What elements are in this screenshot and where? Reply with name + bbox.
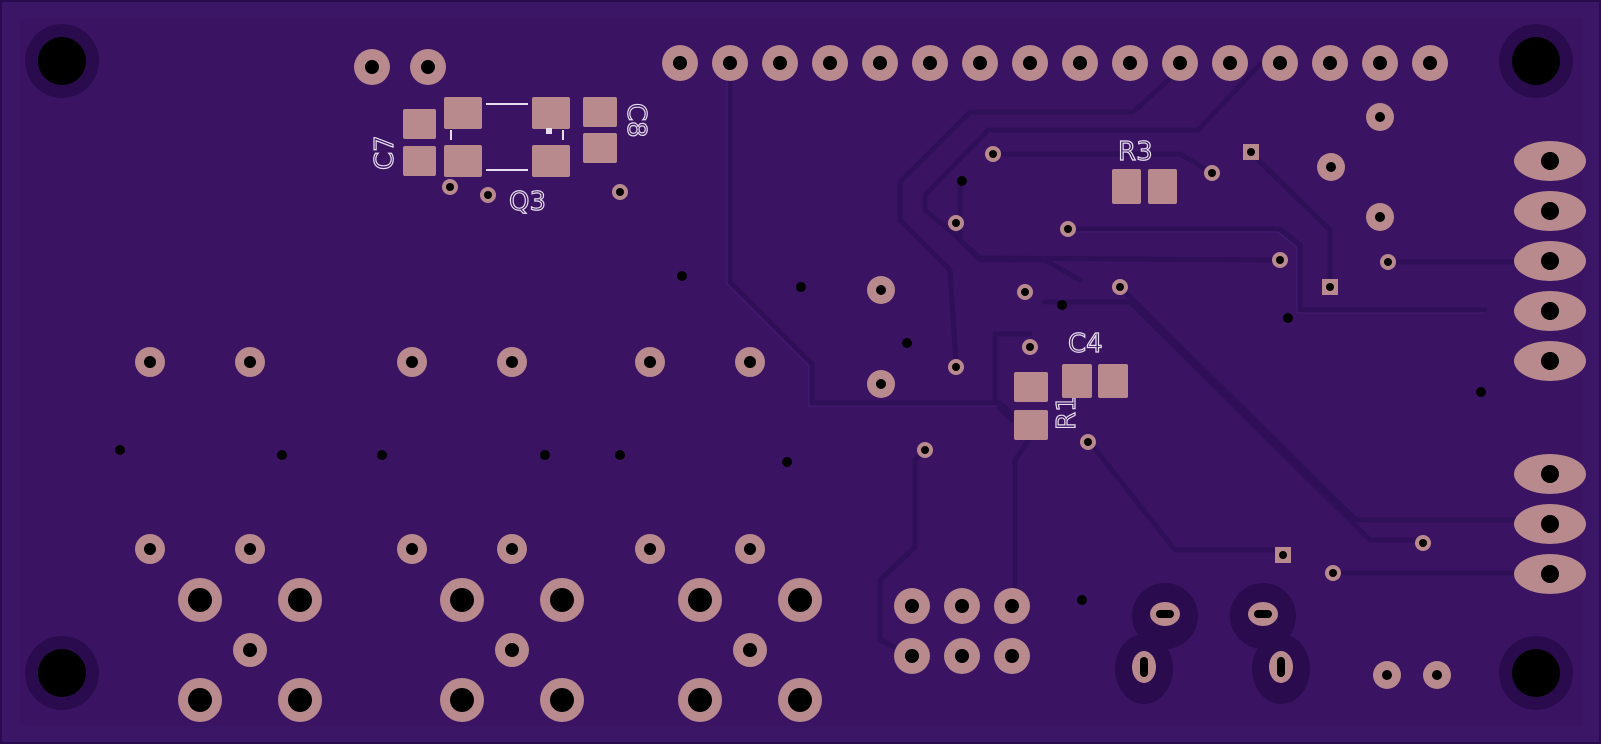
smd-pads-q3-area — [403, 97, 617, 177]
component-row-upper — [135, 347, 765, 377]
vias — [442, 144, 1431, 581]
q3-silk-outline — [450, 103, 564, 171]
label-r3: R3 — [1118, 137, 1153, 167]
jack-pads — [178, 578, 822, 722]
label-c8: C8 — [621, 103, 651, 138]
trace-edges — [726, 64, 1485, 407]
edge-connector-upper — [1514, 141, 1586, 381]
power-jack-slots — [1115, 583, 1310, 704]
smd-pads-r1 — [1014, 372, 1048, 440]
drill-holes — [115, 176, 1486, 605]
smd-pads-r3 — [1112, 169, 1177, 204]
header-pin-row — [662, 45, 1448, 81]
small-through-holes — [867, 103, 1451, 689]
smd-pads-c4 — [1062, 364, 1128, 398]
mount-hole-top-right — [1499, 24, 1573, 98]
label-q3: Q3 — [509, 187, 546, 217]
traces — [727, 61, 1548, 658]
label-c7: C7 — [370, 135, 400, 170]
mount-hole-top-left — [25, 24, 99, 98]
edge-connector-lower — [1514, 454, 1586, 594]
label-r1: R1 — [1052, 395, 1082, 430]
mount-hole-bottom-right — [1499, 636, 1573, 710]
mount-hole-bottom-left — [25, 636, 99, 710]
mounting-holes — [25, 24, 1573, 710]
component-row-lower — [135, 534, 765, 564]
label-c4: C4 — [1068, 329, 1103, 359]
through-hole-pair-top — [354, 49, 446, 85]
header-2x3 — [894, 588, 1030, 674]
